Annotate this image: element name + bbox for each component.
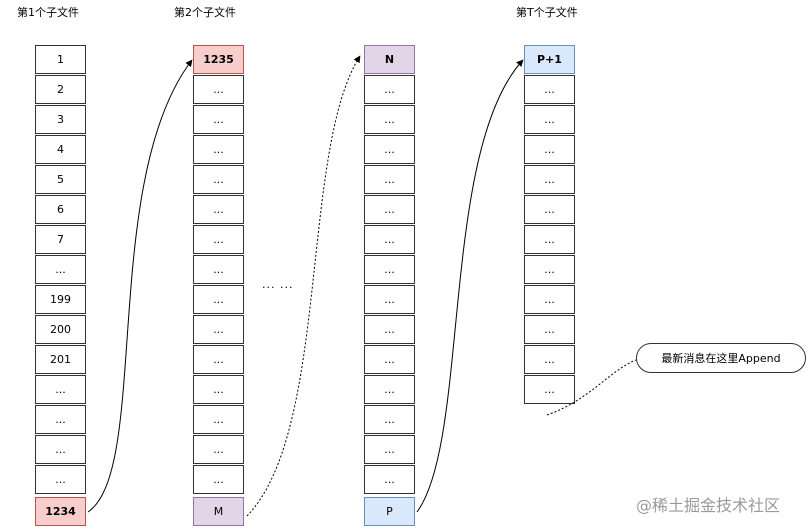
file-t-cell: ...	[524, 315, 575, 344]
file-t-cell: ...	[524, 195, 575, 224]
file-3-cell: ...	[364, 75, 415, 104]
file-2-cell: ...	[193, 375, 244, 404]
callout-pointer	[546, 359, 637, 416]
file-1-last-cell: 1234	[35, 497, 86, 526]
file-t-cell: ...	[524, 375, 575, 404]
file-3-cell: ...	[364, 105, 415, 134]
file-3-first-cell: N	[364, 45, 415, 74]
file-t-cell: ...	[524, 75, 575, 104]
file-3-cell: ...	[364, 465, 415, 494]
file-3-cell: ...	[364, 345, 415, 374]
file-3-cell: ...	[364, 315, 415, 344]
file-1-cell: 7	[35, 225, 86, 254]
file-3-cell: ...	[364, 285, 415, 314]
file-3-last-cell: P	[364, 497, 415, 526]
file-2-cell: ...	[193, 345, 244, 374]
file-1-cell: 5	[35, 165, 86, 194]
file-3-cell: ...	[364, 135, 415, 164]
file-3-cell: ...	[364, 165, 415, 194]
arrow-file2-to-file3	[246, 55, 361, 517]
file-2-cell: ...	[193, 255, 244, 284]
file-t-cell: ...	[524, 135, 575, 164]
file-3-cell: ...	[364, 375, 415, 404]
file-3-cell: ...	[364, 255, 415, 284]
file-1-cell: 201	[35, 345, 86, 374]
file-1-cell: ...	[35, 375, 86, 404]
file-2-first-cell: 1235	[193, 45, 244, 74]
file-2-cell: ...	[193, 465, 244, 494]
file-1-cell: 4	[35, 135, 86, 164]
file-1-cell: 199	[35, 285, 86, 314]
file-2-cell: ...	[193, 135, 244, 164]
arrow-file3-to-filet	[416, 59, 524, 513]
append-callout: 最新消息在这里Append	[636, 343, 806, 373]
file-t-title: 第T个子文件	[516, 6, 578, 19]
file-t-cell: ...	[524, 165, 575, 194]
file-1-cell: 2	[35, 75, 86, 104]
file-t-cell: ...	[524, 255, 575, 284]
file-3-cell: ...	[364, 195, 415, 224]
file-3-cell: ...	[364, 225, 415, 254]
file-2-cell: ...	[193, 75, 244, 104]
file-1-cell: ...	[35, 405, 86, 434]
file-2-cell: ...	[193, 315, 244, 344]
file-1-cell: ...	[35, 255, 86, 284]
middle-ellipsis: ... ...	[262, 278, 294, 291]
file-1-cell: 3	[35, 105, 86, 134]
file-1-cell: 1	[35, 45, 86, 74]
file-2-cell: ...	[193, 405, 244, 434]
file-2-cell: ...	[193, 285, 244, 314]
file-2-title: 第2个子文件	[174, 6, 236, 19]
file-1-title: 第1个子文件	[17, 6, 79, 19]
file-2-cell: ...	[193, 435, 244, 464]
file-2-cell: ...	[193, 195, 244, 224]
file-2-cell: ...	[193, 105, 244, 134]
file-t-cell: ...	[524, 105, 575, 134]
arrow-file1-to-file2	[87, 59, 193, 513]
file-1-cell: 6	[35, 195, 86, 224]
file-2-cell: ...	[193, 225, 244, 254]
file-t-cell: ...	[524, 225, 575, 254]
file-t-cell: ...	[524, 345, 575, 374]
file-t-first-cell: P+1	[524, 45, 575, 74]
file-1-cell: ...	[35, 465, 86, 494]
file-3-cell: ...	[364, 435, 415, 464]
file-2-cell: ...	[193, 165, 244, 194]
file-2-last-cell: M	[193, 497, 244, 526]
file-1-cell: 200	[35, 315, 86, 344]
watermark: @稀土掘金技术社区	[636, 496, 781, 515]
file-1-cell: ...	[35, 435, 86, 464]
file-3-cell: ...	[364, 405, 415, 434]
file-t-cell: ...	[524, 285, 575, 314]
